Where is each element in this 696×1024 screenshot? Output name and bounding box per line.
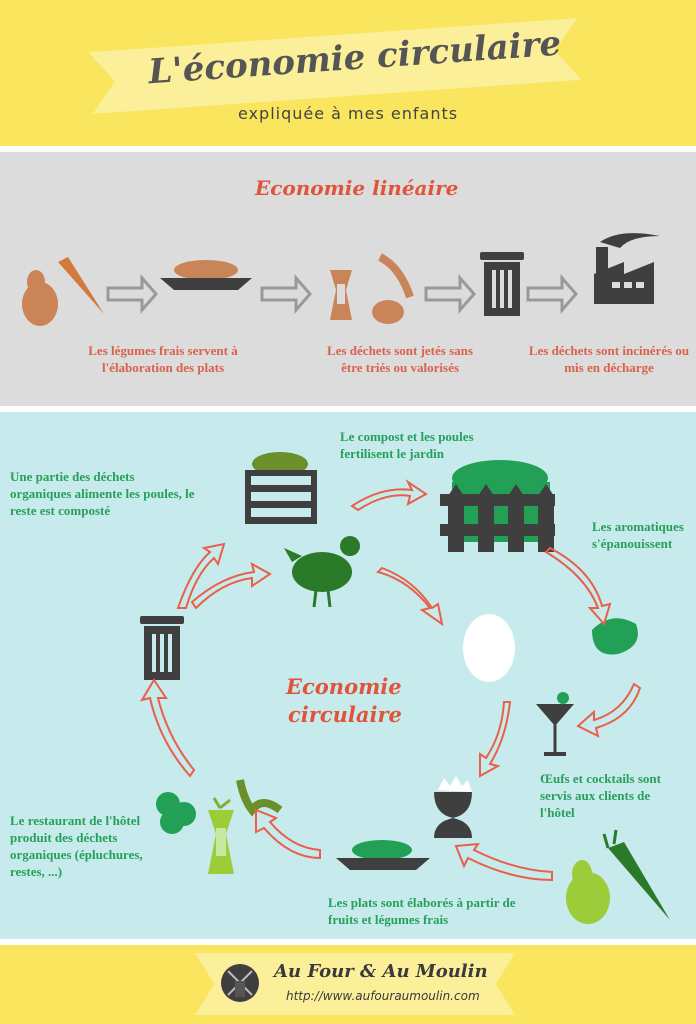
- footer-url-link[interactable]: http://www.aufouraumoulin.com: [286, 989, 480, 1003]
- pear-icon: [22, 270, 58, 326]
- apple-core-icon: [330, 270, 352, 320]
- linear-caption-1: Les légumes frais servent à l'élaboratio…: [88, 343, 238, 375]
- circular-title-line2: circulaire: [288, 702, 402, 727]
- arrow-icon: [479, 701, 512, 778]
- cycle-arrows: [139, 479, 642, 882]
- linear-caption-2: Les déchets sont jetés sans être triés o…: [327, 343, 473, 375]
- factory-icon: [594, 233, 660, 304]
- dish-icon: [160, 260, 252, 290]
- egg-icon: [463, 614, 515, 682]
- compost-bin-icon: [245, 452, 317, 524]
- arrow-icon: [260, 274, 312, 314]
- garden-fence-icon: [440, 460, 555, 552]
- apple-core-icon: [208, 797, 234, 874]
- arrow-icon: [255, 808, 321, 860]
- trash-icon: [140, 616, 184, 680]
- cocktail-icon: [536, 692, 574, 756]
- windmill-logo-icon: [221, 964, 259, 1002]
- caption-compost: Une partie des déchets organiques alimen…: [10, 469, 195, 518]
- carrot-icon: [602, 829, 670, 920]
- arrow-icon: [176, 542, 226, 609]
- arrow-icon: [350, 479, 428, 512]
- arrow-icon: [454, 842, 553, 882]
- arrow-icon: [576, 682, 642, 738]
- caption-garden: Le compost et les poules fertilisent le …: [340, 429, 474, 461]
- footer-brand: Au Four & Au Moulin: [274, 961, 488, 982]
- arrow-icon: [376, 566, 444, 627]
- circular-title-line1: Economie: [286, 674, 402, 699]
- arrow-icon: [106, 274, 158, 314]
- linear-caption-3: Les déchets sont incinérés ou mis en déc…: [528, 343, 690, 375]
- linear-economy-section: Economie linéaire Les légumes frais serv…: [0, 152, 696, 406]
- arrow-icon: [139, 678, 196, 778]
- linear-title: Economie linéaire: [255, 176, 459, 200]
- arrow-icon: [526, 274, 578, 314]
- circular-economy-section: Economie circulaire Une partie des déche…: [0, 412, 696, 939]
- circular-icons: [139, 452, 670, 924]
- peel-icon: [372, 253, 414, 324]
- page-subtitle: expliquée à mes enfants: [238, 104, 459, 123]
- linear-icons: [22, 233, 660, 326]
- broccoli-icon: [156, 792, 196, 834]
- herb-leaf-icon: [592, 618, 638, 655]
- pear-icon: [566, 860, 610, 924]
- trash-icon: [480, 252, 524, 316]
- header-section: L'économie circulaire expliquée à mes en…: [0, 0, 696, 146]
- caption-served: Œufs et cocktails sont servis aux client…: [540, 771, 661, 820]
- footer-section: Au Four & Au Moulin http://www.aufouraum…: [0, 945, 696, 1024]
- peel-icon: [236, 779, 283, 817]
- dish-icon: [336, 840, 430, 870]
- arrow-icon: [544, 546, 612, 627]
- caption-dishes: Les plats sont élaborés à partir de frui…: [328, 895, 516, 927]
- carrot-icon: [58, 257, 104, 314]
- arrow-icon: [190, 562, 272, 610]
- caption-waste: Le restaurant de l'hôtel produit des déc…: [10, 813, 143, 879]
- arrow-icon: [424, 274, 476, 314]
- egg-cup-icon: [434, 776, 472, 838]
- caption-herbs: Les aromatiques s'épanouissent: [592, 519, 684, 551]
- hen-icon: [284, 536, 360, 608]
